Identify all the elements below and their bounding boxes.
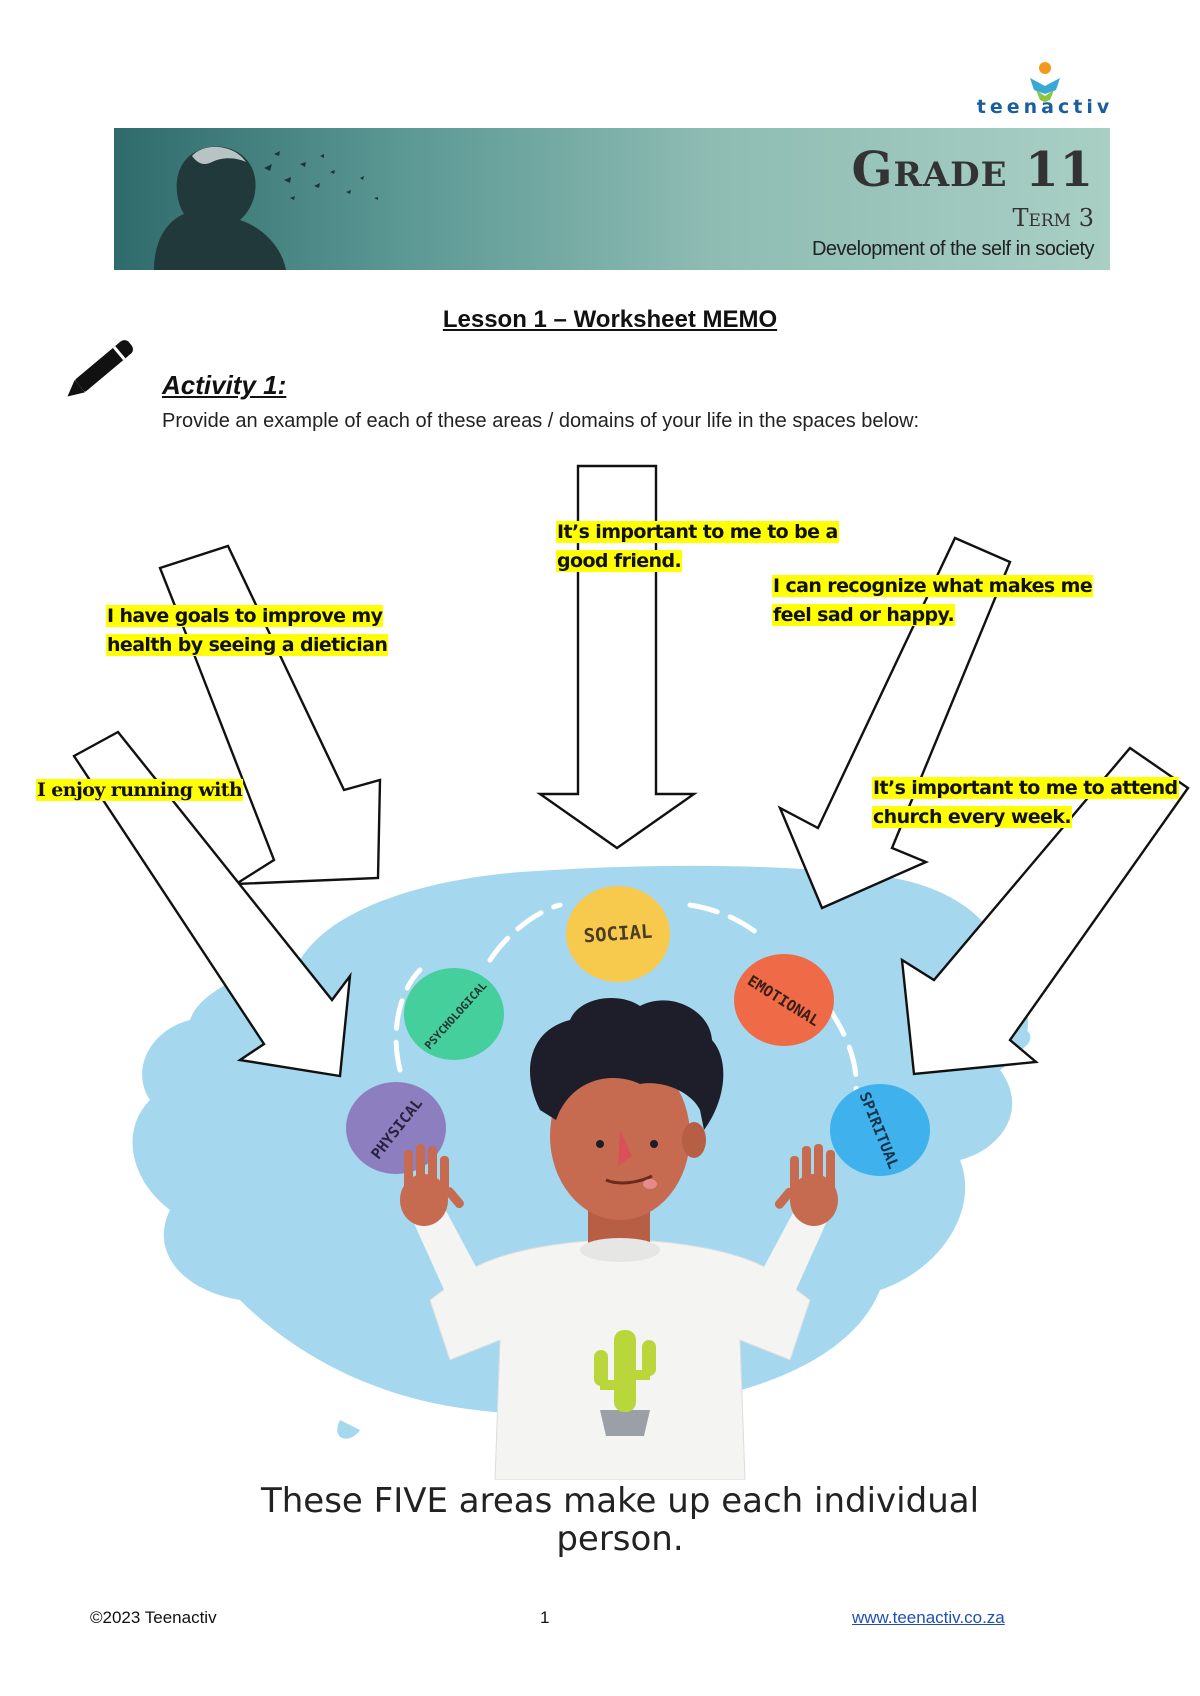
spiritual-ball: SPIRITUAL	[830, 1084, 930, 1176]
arrow-emotional	[777, 536, 1012, 910]
banner-grade: Grade 11	[851, 142, 1094, 198]
emotional-ball: EMOTIONAL	[734, 954, 834, 1046]
banner-head-illustration	[154, 146, 378, 270]
social-ball: SOCIAL	[566, 886, 670, 982]
arrow-psychological	[72, 730, 352, 1078]
activity-instruction: Provide an example of each of these area…	[162, 410, 920, 432]
footer-copyright: ©2023 Teenactiv	[90, 1608, 217, 1627]
footer-page-number: 1	[540, 1608, 550, 1627]
teenactiv-logo	[1030, 62, 1060, 102]
logo-text: teenactiv	[976, 96, 1114, 118]
arrow-spiritual	[900, 746, 1190, 1076]
banner-term: Term 3	[1012, 204, 1094, 232]
answer-psychological: I enjoy running with	[36, 779, 244, 801]
banner-subtitle: Development of the self in society	[811, 238, 1095, 260]
lesson-title: Lesson 1 – Worksheet MEMO	[442, 306, 778, 333]
svg-text:SOCIAL: SOCIAL	[583, 921, 653, 948]
psychological-ball: PSYCHOLOGICAL	[404, 968, 504, 1060]
arrow-physical	[158, 544, 382, 886]
pencil-icon	[67, 340, 133, 397]
illustration-caption: These FIVE areas make up each individual…	[260, 1481, 980, 1559]
grade-banner: Grade 11 Term 3 Development of the self …	[114, 128, 1110, 270]
cactus-icon	[594, 1330, 656, 1436]
activity-title: Activity 1:	[162, 370, 287, 400]
footer-website-link[interactable]: www.teenactiv.co.za	[852, 1608, 1005, 1627]
boy-illustration	[400, 997, 838, 1480]
